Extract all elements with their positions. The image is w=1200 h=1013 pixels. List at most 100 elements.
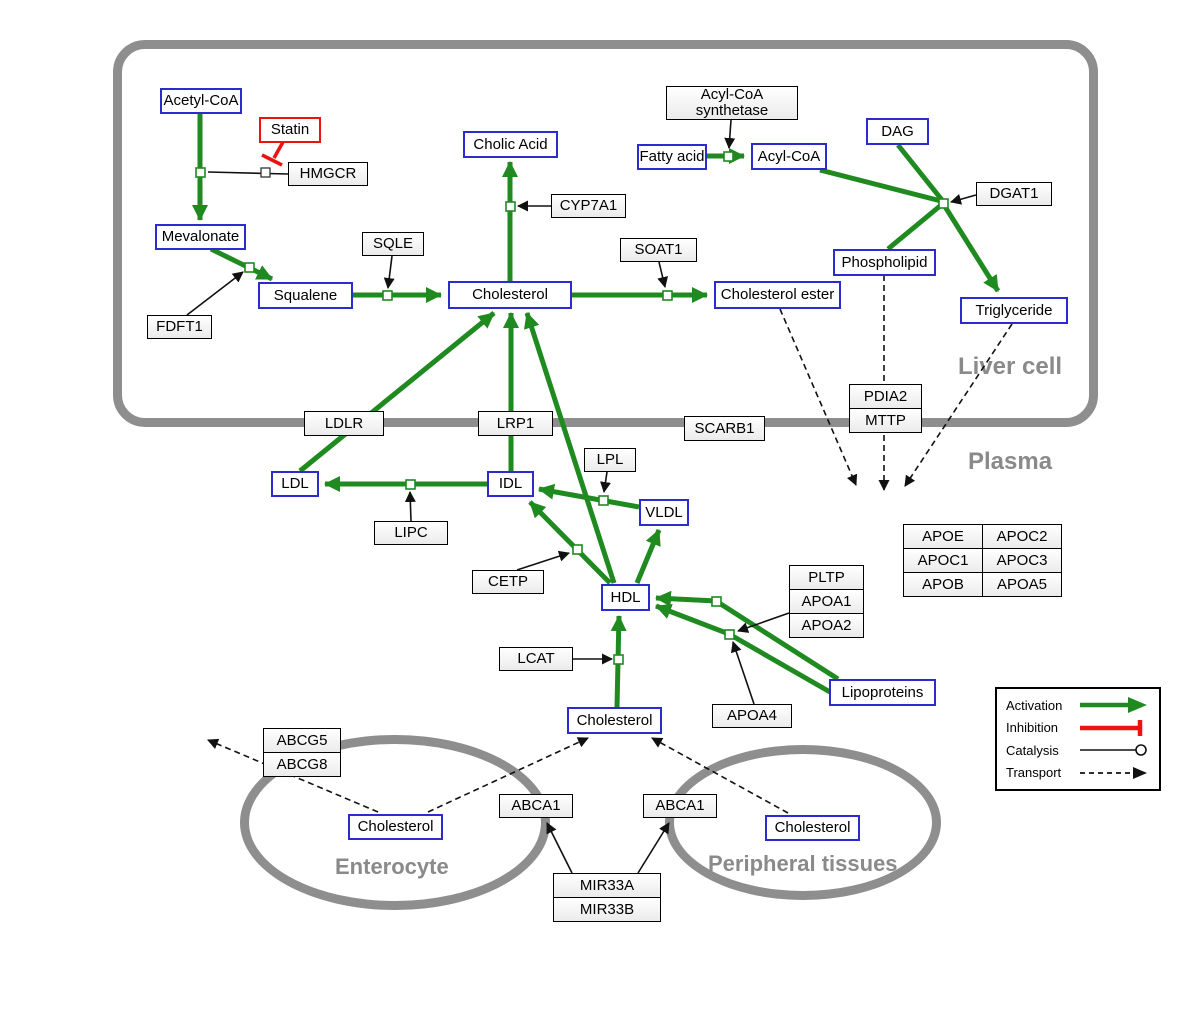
node-statin[interactable]: Statin: [259, 117, 321, 143]
apo-table-cell-apob[interactable]: APOB: [903, 572, 983, 597]
apo-table-cell-apoc1[interactable]: APOC1: [903, 548, 983, 573]
edge-fdft1-node: [186, 271, 244, 316]
activation-arrow-icon: [1080, 697, 1147, 714]
node-cetp[interactable]: CETP: [472, 570, 544, 594]
edge-lpl-node: [600, 471, 611, 493]
node-cholesterol-enterocyte[interactable]: Cholesterol: [348, 814, 443, 840]
edge-lipc-node: [404, 491, 416, 522]
node-acetyl-coa[interactable]: Acetyl-CoA: [160, 88, 242, 114]
node-acyl-coa-synthetase[interactable]: Acyl-CoA synthetase: [666, 86, 798, 120]
legend-inhibition-label: Inhibition: [1006, 720, 1059, 736]
plasma-label: Plasma: [968, 448, 1053, 475]
reaction-node: [382, 290, 393, 301]
node-pltp[interactable]: PLTP: [789, 565, 864, 590]
edge-dgat1-node: [950, 194, 977, 205]
node-mttp[interactable]: MTTP: [849, 408, 922, 433]
legend-row-transport: Transport: [1006, 764, 1150, 782]
node-hmgcr[interactable]: HMGCR: [288, 162, 368, 186]
edge-triglyceride-plasma: [904, 323, 1013, 487]
reaction-node: [195, 167, 206, 178]
node-ldlr[interactable]: LDLR: [304, 411, 384, 436]
edge-acylcoa-dgat1node: [819, 167, 942, 204]
node-idl[interactable]: IDL: [487, 471, 534, 497]
node-scarb1[interactable]: SCARB1: [684, 416, 765, 441]
legend-row-activation: Activation: [1006, 696, 1150, 714]
reaction-node: [572, 544, 583, 555]
node-lipoproteins[interactable]: Lipoproteins: [829, 679, 936, 706]
node-lipc[interactable]: LIPC: [374, 521, 448, 545]
node-fatty-acid[interactable]: Fatty acid: [637, 144, 707, 170]
node-cyp7a1[interactable]: CYP7A1: [551, 194, 626, 218]
node-fdft1[interactable]: FDFT1: [147, 315, 212, 339]
statin-tbar-icon: [261, 153, 283, 167]
node-lpl[interactable]: LPL: [584, 448, 636, 472]
node-lcat[interactable]: LCAT: [499, 647, 573, 671]
node-dag[interactable]: DAG: [866, 118, 929, 145]
node-vldl[interactable]: VLDL: [639, 499, 689, 526]
node-abca1-right[interactable]: ABCA1: [643, 794, 717, 818]
node-apoa2[interactable]: APOA2: [789, 613, 864, 638]
node-abca1-left[interactable]: ABCA1: [499, 794, 573, 818]
statin-junction-node: [260, 167, 271, 178]
edge-phospholipid-dgat1node: [886, 204, 942, 251]
enterocyte-label: Enterocyte: [335, 854, 449, 879]
edge-hmgcr-node: [207, 171, 289, 175]
catalysis-circle-icon: [1080, 744, 1147, 757]
edge-apoa4-node: [730, 641, 755, 705]
reaction-node: [723, 151, 734, 162]
node-cholesterol-peripheral[interactable]: Cholesterol: [765, 815, 860, 841]
reaction-node: [613, 654, 624, 665]
node-mevalonate[interactable]: Mevalonate: [155, 224, 246, 250]
edge-statin-hmgcr: [272, 141, 285, 159]
node-cholesterol-plasma[interactable]: Cholesterol: [567, 707, 662, 734]
liver-cell-compartment: [113, 40, 1098, 427]
edge-hdl-livercholesterol: [523, 312, 617, 584]
node-cholesterol-ester[interactable]: Cholesterol ester: [714, 281, 841, 309]
edge-apoa-complex-node: [737, 612, 790, 633]
node-abcg5[interactable]: ABCG5: [263, 728, 341, 753]
node-triglyceride[interactable]: Triglyceride: [960, 297, 1068, 324]
node-ldl[interactable]: LDL: [271, 471, 319, 497]
node-abcg8[interactable]: ABCG8: [263, 752, 341, 777]
node-apoa4[interactable]: APOA4: [712, 704, 792, 728]
node-dgat1[interactable]: DGAT1: [976, 182, 1052, 206]
node-cholic-acid[interactable]: Cholic Acid: [463, 131, 558, 158]
edge-soat1-node: [657, 261, 669, 288]
reaction-node: [724, 629, 735, 640]
edge-hdl-idl: [528, 500, 612, 585]
node-soat1[interactable]: SOAT1: [620, 238, 697, 262]
edge-dgat1node-triglyceride: [941, 203, 1001, 293]
legend-activation-label: Activation: [1006, 697, 1063, 713]
node-squalene[interactable]: Squalene: [258, 282, 353, 309]
apo-table-cell-apoe[interactable]: APOE: [903, 524, 983, 549]
edge-acylcoasynthetase-node: [724, 119, 736, 149]
node-phospholipid[interactable]: Phospholipid: [833, 249, 936, 276]
node-sqle[interactable]: SQLE: [362, 232, 424, 256]
legend-catalysis-label: Catalysis: [1006, 742, 1059, 758]
reaction-nodes: [195, 151, 949, 665]
node-acyl-coa-2[interactable]: Acyl-CoA: [751, 143, 827, 170]
node-mir33b[interactable]: MIR33B: [553, 897, 661, 922]
edge-mevalonate-squalene: [209, 246, 274, 282]
inhibition-tbar-icon: [1080, 719, 1143, 736]
node-lrp1[interactable]: LRP1: [478, 411, 553, 436]
apo-table-cell-apoa5[interactable]: APOA5: [982, 572, 1062, 597]
enterocyte-compartment: [240, 735, 550, 910]
apo-table-cell-apoc3[interactable]: APOC3: [982, 548, 1062, 573]
node-cholesterol-liver[interactable]: Cholesterol: [448, 281, 572, 309]
edge-ldl-livercholesterol: [298, 311, 496, 473]
node-apoa1[interactable]: APOA1: [789, 589, 864, 614]
node-mir33a[interactable]: MIR33A: [553, 873, 661, 898]
apo-table-cell-apoc2[interactable]: APOC2: [982, 524, 1062, 549]
reaction-node: [662, 290, 673, 301]
inhibition-edges: [261, 141, 285, 167]
reaction-node: [598, 495, 609, 506]
reaction-node: [938, 198, 949, 209]
node-hdl[interactable]: HDL: [601, 584, 650, 611]
node-pdia2[interactable]: PDIA2: [849, 384, 922, 409]
edge-hdl-vldl: [634, 529, 662, 584]
legend-row-inhibition: Inhibition: [1006, 719, 1150, 737]
transport-arrow-icon: [1080, 766, 1147, 779]
